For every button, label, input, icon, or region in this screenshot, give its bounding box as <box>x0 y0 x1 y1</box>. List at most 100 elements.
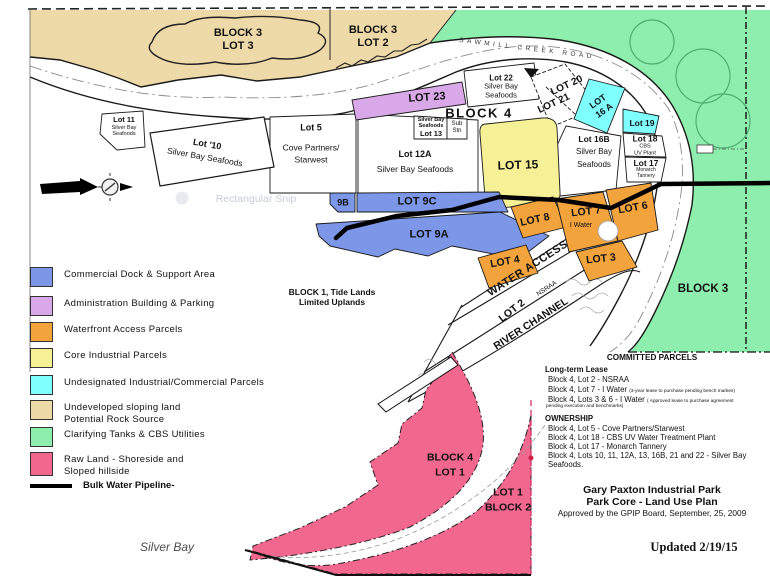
legend-item-raw-land: Raw Land - Shoreside and Sloped hillside <box>30 452 184 479</box>
notes-lease-1: Block 4, Lot 2 - NSRAA <box>548 375 630 384</box>
label-line: BLOCK 1, Tide Lands <box>288 286 376 297</box>
label-line: Lot 18 <box>632 133 658 144</box>
road-centerline <box>29 45 683 353</box>
legend-label: Undeveloped sloping land Potential Rock … <box>64 400 181 427</box>
parcel-label-lot11: Lot 11 Silver Bay Seafoods <box>112 115 137 138</box>
top-dashed-border <box>27 5 769 10</box>
utility-structure <box>696 144 714 154</box>
legend-item-commercial-dock: Commercial Dock & Support Area <box>30 267 215 287</box>
clarifier-tank-3 <box>695 93 751 149</box>
parcel-label-lot7-iwater: I Water <box>569 221 593 229</box>
label-line: Lot 5 <box>300 122 322 133</box>
road-outer-edge <box>29 36 695 353</box>
legend-label: Undesignated Industrial/Commercial Parce… <box>64 377 265 388</box>
legend-swatch <box>30 427 53 447</box>
legend-label: Waterfront Access Parcels <box>64 324 183 335</box>
notes-own-1: Block 4, Lot 5 - Cove Partners/Starwest <box>548 424 685 433</box>
legend-label: Administration Building & Parking <box>64 298 215 309</box>
legend-label-line: Raw Land - Shoreside and <box>64 454 184 465</box>
silver-bay-label: Silver Bay <box>139 539 195 554</box>
legend-label: Raw Land - Shoreside and Sloped hillside <box>64 452 184 479</box>
parcel-label-block3-lot2: BLOCK 3 LOT 2 <box>349 24 397 50</box>
label-line: Silver Bay <box>417 117 445 124</box>
notes-lease-header: Long-term Lease <box>545 365 608 374</box>
legend-label: Core Industrial Parcels <box>64 350 167 361</box>
notes-own-4a: Block 4, Lots 10, 11, 12A, 13, 16B, 21 a… <box>548 451 747 460</box>
notes-text: Block 4, Lot 7 - I Water <box>548 385 628 394</box>
label-line: BLOCK 3 <box>348 24 398 37</box>
pipeline-swatch <box>30 484 72 488</box>
parcel-label-lot12a: Lot 12A Silver Bay Seafoods <box>377 147 454 177</box>
label-line: Monarch <box>636 167 656 174</box>
lot22-parcel <box>463 62 540 108</box>
parcel-label-lot13: Silver Bay Seafoods Lot 13 <box>418 117 445 139</box>
legend-item-administration: Administration Building & Parking <box>30 296 214 316</box>
legend-swatch <box>30 375 53 395</box>
legend-label-line: Potential Rock Source <box>64 414 165 426</box>
parcel-label-lot18: Lot 18 CBS UV Plant <box>632 134 657 157</box>
substn-label: Sub Stn <box>452 121 463 135</box>
band-line-3 <box>423 254 609 373</box>
pink-lot1-block2-area <box>247 414 532 575</box>
legend-item-waterfront: Waterfront Access Parcels <box>30 322 183 342</box>
label-line: LOT 1 <box>435 466 465 478</box>
map-title-line2: Park Core - Land Use Plan <box>586 496 718 508</box>
parcel-label-lot22: Lot 22 Silver Bay Seafoods <box>484 73 518 100</box>
legend-swatch <box>30 400 53 420</box>
label-line: Silver Bay <box>484 81 518 91</box>
parcel-label-lot19: Lot 19 <box>629 117 655 128</box>
road-inner-edge <box>29 58 660 347</box>
pier-shape <box>377 356 459 413</box>
legend-label-line: Undeveloped sloping land <box>64 402 181 413</box>
parcel-label-block3-lot3: BLOCK 3 LOT 3 <box>214 27 262 53</box>
label-line: BLOCK 4 <box>426 451 474 464</box>
notes-fine-print: ( Approved lease to purchase agreement <box>646 399 734 404</box>
lot9b-parcel <box>329 192 356 213</box>
label-line: BLOCK 2 <box>484 501 532 513</box>
legend-swatch <box>30 322 53 342</box>
notes-text: Block 4, Lots 3 & 6 - I Water <box>548 395 645 404</box>
label-line: Seafoods <box>112 131 136 138</box>
label-line: LOT 2 <box>357 37 389 49</box>
label-line: Tannery <box>637 173 655 180</box>
lot20-21-divider <box>545 86 578 117</box>
label-line: LOT 1 <box>493 486 523 499</box>
parcel-label-lot17: Lot 17 Monarch Tannery <box>633 158 658 180</box>
lot3-parcel <box>575 240 638 282</box>
notes-header: COMMITTED PARCELS <box>606 353 698 362</box>
legend-item-clarifying: Clarifying Tanks & CBS Utilities <box>30 427 205 447</box>
label-line: Lot 22 <box>489 73 513 83</box>
label-line: Cove Partners/ <box>282 142 340 152</box>
notes-lease-2: Block 4, Lot 7 - I Water (3-year lease t… <box>548 385 735 394</box>
label-line: LOT 3 <box>222 40 254 52</box>
snip-watermark-text: Rectangular Snip <box>215 192 297 205</box>
parcel-label-9b: 9B <box>337 197 349 208</box>
legend-item-undeveloped: Undeveloped sloping land Potential Rock … <box>30 400 181 427</box>
legend-item-undesignated: Undesignated Industrial/Commercial Parce… <box>30 375 264 395</box>
green-top-diagonal <box>429 9 457 44</box>
map-title-line1: Gary Paxton Industrial Park <box>583 484 721 496</box>
notes-own-4b: Seafoods. <box>548 460 584 469</box>
legend-swatch <box>30 452 53 476</box>
notes-ownership-header: OWNERSHIP <box>545 414 594 423</box>
label-line: Lot 16B <box>578 134 610 145</box>
lot11-parcel <box>99 110 146 151</box>
notes-own-3: Block 4, Lot 17 - Monarch Tannery <box>548 442 667 451</box>
pipeline-label: Bulk Water Pipeline- <box>83 480 175 491</box>
map-title-line3: Approved by the GPIP Board, September, 2… <box>557 508 747 518</box>
tan-sloping-land-area <box>30 10 456 87</box>
block4-lot1-label: BLOCK 4 LOT 1 <box>427 450 473 479</box>
legend-swatch <box>30 296 53 316</box>
legend-swatch <box>30 267 53 287</box>
parcel-label-lot9c: LOT 9C <box>397 195 437 208</box>
label-line: Limited Uplands <box>298 297 366 307</box>
label-line: Lot 11 <box>113 115 135 125</box>
legend-label: Commercial Dock & Support Area <box>64 269 216 280</box>
lot19-parcel <box>622 108 660 135</box>
survey-arrow <box>524 68 539 78</box>
lot7-tank-circle <box>597 220 619 242</box>
label-line: Seafoods <box>485 90 517 100</box>
lot4-parcel <box>477 244 539 289</box>
